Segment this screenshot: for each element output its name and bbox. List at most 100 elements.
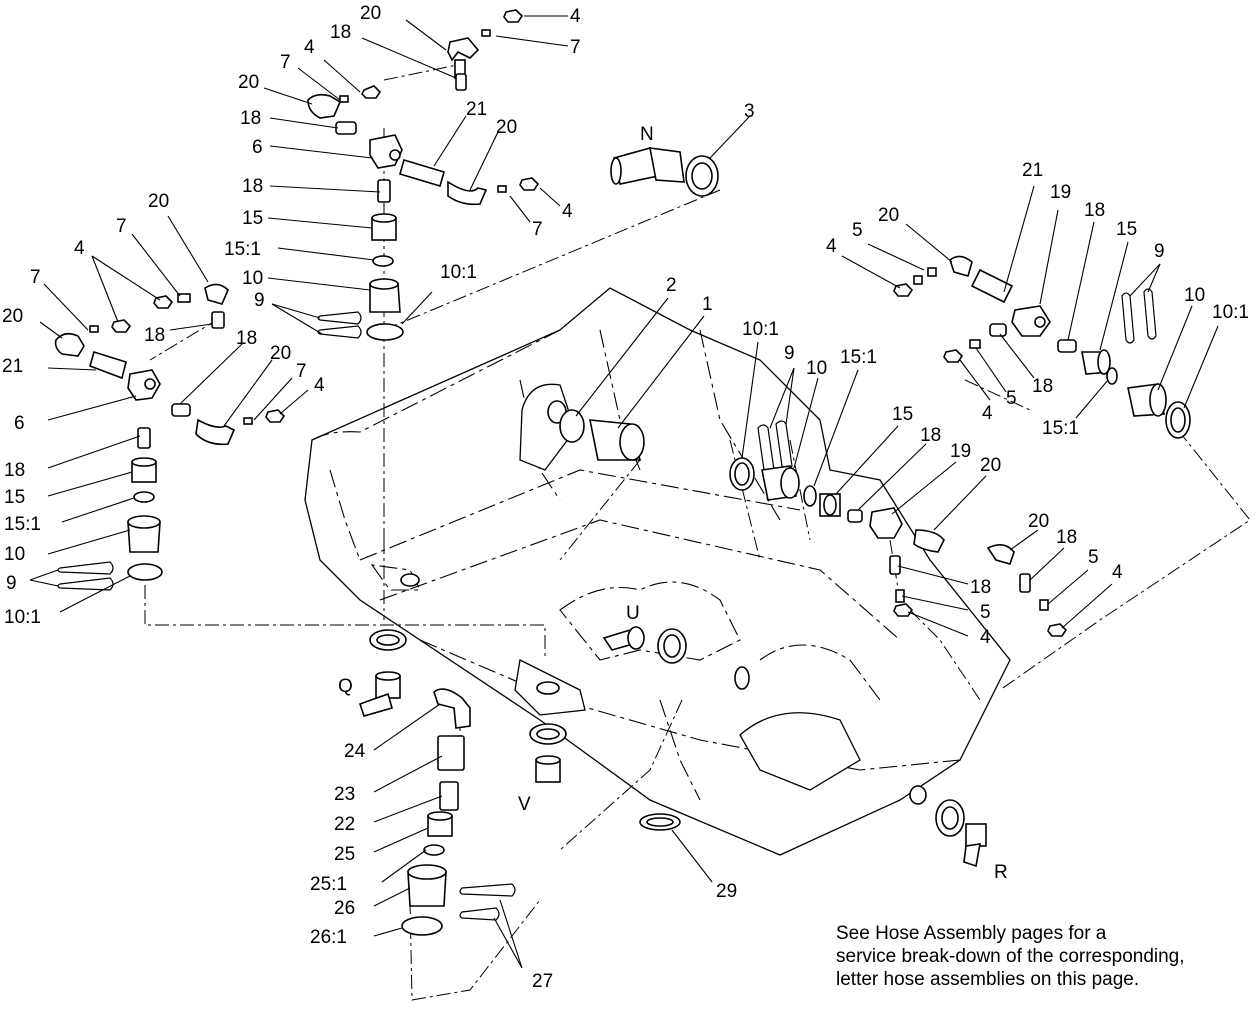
callout: 7 — [296, 361, 307, 382]
callout: 15:1 — [840, 347, 877, 368]
callout: 9 — [784, 343, 795, 364]
note-line: See Hose Assembly pages for a — [836, 923, 1107, 944]
callout: 20 — [360, 3, 381, 24]
callout: 15 — [4, 487, 25, 508]
fitting-assembly-center-right — [729, 420, 1068, 637]
callout: 19 — [950, 441, 971, 462]
hose-letters: N U Q V R — [338, 124, 1008, 883]
callout: 4 — [982, 403, 993, 424]
callout: 10 — [806, 358, 827, 379]
callout: 18 — [242, 176, 263, 197]
callout: 5 — [980, 602, 991, 623]
callout: 15:1 — [1042, 418, 1079, 439]
hose-v-fitting — [529, 723, 567, 783]
callout: 20 — [878, 205, 899, 226]
leader-lines — [29, 15, 1219, 969]
callout: 9 — [254, 290, 265, 311]
callout: 6 — [252, 137, 263, 158]
callout: 20 — [980, 455, 1001, 476]
hose-label-q: Q — [338, 676, 353, 697]
callout: 15 — [892, 404, 913, 425]
callout: 21 — [2, 356, 23, 377]
callout: 6 — [14, 413, 25, 434]
callout: 26:1 — [310, 927, 347, 948]
ring-29 — [639, 813, 681, 831]
callout: 4 — [74, 238, 85, 259]
callout: 10:1 — [742, 319, 779, 340]
hose-assembly-note: See Hose Assembly pages for a service br… — [836, 922, 1256, 991]
callout: 20 — [1028, 511, 1049, 532]
note-line: letter hose assemblies on this page. — [836, 969, 1140, 990]
callout: 20 — [270, 343, 291, 364]
callout: 10 — [4, 544, 25, 565]
callout: 18 — [144, 325, 165, 346]
hose-u-fitting — [602, 626, 687, 664]
callout: 29 — [716, 881, 737, 902]
hose-q-fitting — [358, 629, 407, 717]
tank-body — [304, 287, 1011, 856]
callout: 18 — [4, 460, 25, 481]
center-outlet — [559, 409, 645, 461]
callout: 18 — [1056, 527, 1077, 548]
callout: 3 — [744, 101, 755, 122]
callout: 10:1 — [4, 607, 41, 628]
callout: 7 — [570, 37, 581, 58]
callout: 5 — [852, 220, 863, 241]
callout: 15 — [1116, 219, 1137, 240]
callout: 23 — [334, 784, 355, 805]
callout: 10 — [242, 268, 263, 289]
callout-numbers: 20 4 18 7 4 7 20 18 6 21 20 4 7 18 15 15… — [2, 3, 1249, 992]
callout: 10:1 — [1212, 302, 1249, 323]
fitting-assembly-left — [54, 283, 286, 591]
hose-label-v: V — [518, 794, 531, 815]
callout: 18 — [330, 22, 351, 43]
callout: 5 — [1088, 547, 1099, 568]
callout: 20 — [238, 72, 259, 93]
hose-r-fitting — [935, 799, 987, 868]
note-line: service break-down of the corresponding, — [836, 946, 1185, 967]
callout: 25:1 — [310, 874, 347, 895]
callout: 4 — [980, 627, 991, 648]
fitting-assembly-top — [307, 9, 540, 341]
fitting-assembly-bottom — [401, 688, 516, 936]
callout: 25 — [334, 844, 355, 865]
callout: 7 — [30, 267, 41, 288]
callout: 19 — [1050, 182, 1071, 203]
fitting-assembly-right — [893, 255, 1191, 439]
callout: 10 — [1184, 285, 1205, 306]
callout: 4 — [304, 37, 315, 58]
callout: 7 — [116, 216, 127, 237]
callout: 18 — [920, 425, 941, 446]
callout: 10:1 — [440, 262, 477, 283]
callout: 21 — [1022, 160, 1043, 181]
callout: 2 — [666, 275, 677, 296]
callout: 20 — [2, 306, 23, 327]
callout: 21 — [466, 99, 487, 120]
callout: 9 — [1154, 241, 1165, 262]
callout: 18 — [1084, 200, 1105, 221]
callout: 18 — [970, 577, 991, 598]
callout: 5 — [1006, 388, 1017, 409]
callout: 26 — [334, 898, 355, 919]
callout: 9 — [6, 573, 17, 594]
callout: 22 — [334, 814, 355, 835]
callout: 18 — [1032, 376, 1053, 397]
hose-label-u: U — [626, 603, 640, 624]
hose-label-r: R — [994, 862, 1008, 883]
callout: 4 — [314, 375, 325, 396]
callout: 1 — [702, 294, 713, 315]
callout: 18 — [240, 108, 261, 129]
callout: 27 — [532, 971, 553, 992]
callout: 20 — [148, 191, 169, 212]
callout: 4 — [1112, 562, 1123, 583]
callout: 15:1 — [4, 514, 41, 535]
callout: 4 — [562, 201, 573, 222]
callout: 4 — [570, 6, 581, 27]
callout: 15 — [242, 208, 263, 229]
hose-n-fitting — [610, 147, 719, 197]
callout: 7 — [280, 52, 291, 73]
callout: 7 — [532, 219, 543, 240]
callout: 18 — [236, 328, 257, 349]
callout: 20 — [496, 117, 517, 138]
